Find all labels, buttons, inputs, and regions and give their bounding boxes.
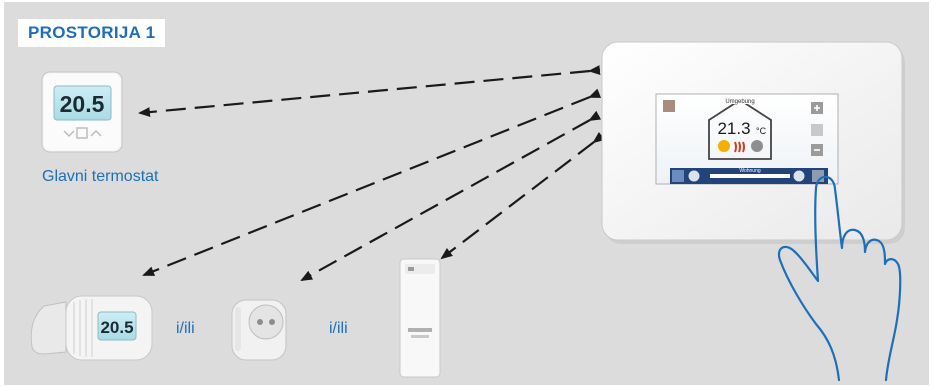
sun-icon xyxy=(718,140,730,152)
mode-button[interactable] xyxy=(811,124,823,136)
thermostat-display: 20.5 xyxy=(60,91,105,117)
prev-arrow-icon[interactable] xyxy=(689,171,700,182)
arrow-main-thermostat xyxy=(140,71,590,113)
panel-slider[interactable] xyxy=(710,174,790,178)
receiver-device xyxy=(400,259,440,377)
next-arrow-icon[interactable] xyxy=(794,171,805,182)
panel-unit: °C xyxy=(756,126,767,136)
radiator-valve-device: 20.5 xyxy=(31,296,152,360)
panel-temperature: 21.3 xyxy=(717,119,750,138)
valve-display: 20.5 xyxy=(100,318,133,337)
link-arrows xyxy=(140,71,594,280)
arrow-radiator-valve xyxy=(144,97,590,275)
connector-label-1: i/ili xyxy=(176,320,195,338)
diagram-canvas: PROSTORIJA 1 xyxy=(4,2,929,385)
info-icon xyxy=(751,140,763,152)
main-thermostat-caption: Glavni termostat xyxy=(42,168,158,186)
settings-icon xyxy=(663,100,675,112)
connector-label-2: i/ili xyxy=(329,320,348,338)
smart-plug-device xyxy=(232,300,286,360)
panel-bar-label: Wohnung xyxy=(739,168,761,174)
arrow-receiver xyxy=(442,142,594,258)
panel-header: Umgebung xyxy=(725,99,754,105)
main-thermostat-device: 20.5 xyxy=(42,72,122,152)
home-icon[interactable] xyxy=(672,170,684,182)
diagram-graphics: 20.5 20.5 xyxy=(4,2,929,385)
touch-panel-device: Umgebung 21.3 °C Wohnung xyxy=(602,42,905,244)
